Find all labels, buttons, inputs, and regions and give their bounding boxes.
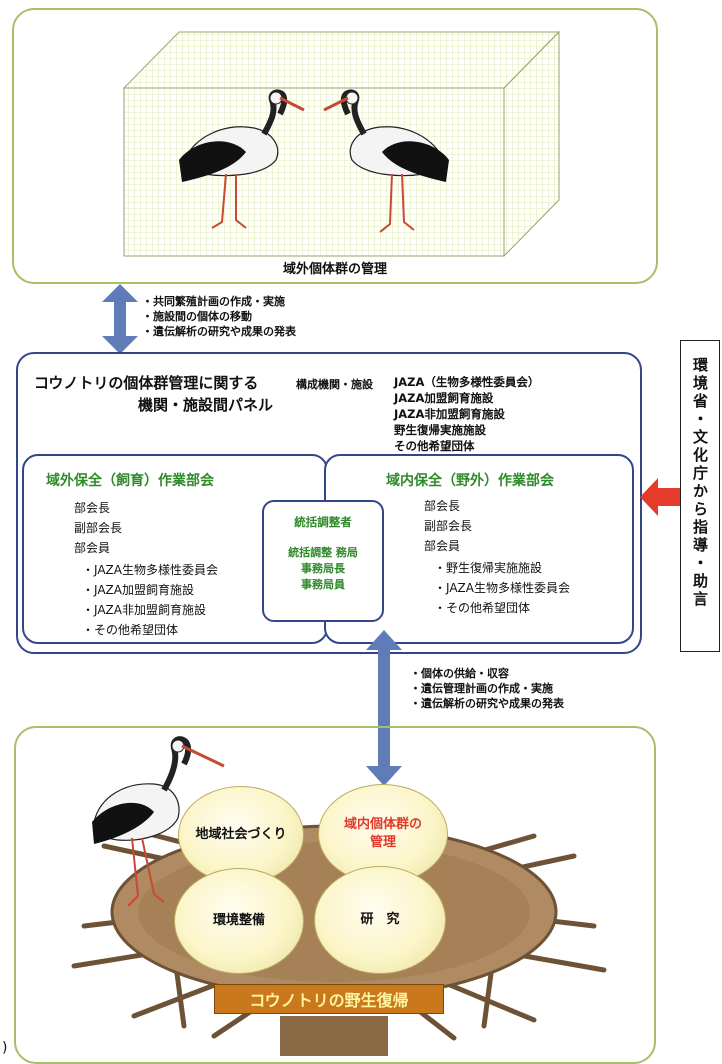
- egg-community-building: 地域社会づくり: [178, 786, 304, 884]
- office-head: 事務局長: [301, 562, 345, 575]
- member-item: ・JAZA生物多様性委員会: [82, 563, 218, 577]
- egg-label-line: 域内個体群の: [343, 817, 422, 832]
- ex-situ-roles: 部会長 副部会長 部会員: [74, 498, 122, 558]
- panel-box: コウノトリの個体群管理に関する 機関・施設間パネル 構成機関・施設 JAZA（生…: [16, 352, 642, 654]
- corner-glyph: ): [2, 1040, 8, 1056]
- arrow-bottom-note: ・個体の供給・収容: [410, 667, 509, 680]
- stork-right-icon: [323, 89, 449, 233]
- arrow-top-note: ・共同繁殖計画の作成・実施: [142, 295, 285, 308]
- ex-situ-management-box: 域外個体群の管理: [12, 8, 658, 284]
- arrow-bottom-note: ・遺伝管理計画の作成・実施: [410, 682, 553, 695]
- guidance-text: 環境省・文化庁から指導・助言: [691, 357, 709, 609]
- member-item: JAZA加盟飼育施設: [394, 391, 494, 405]
- reintroduction-banner: コウノトリの野生復帰: [214, 984, 444, 1014]
- member-item: ・その他希望団体: [82, 623, 179, 637]
- role-item: 部会長: [424, 499, 461, 513]
- arrow-top-note: ・施設間の個体の移動: [142, 310, 252, 323]
- ex-situ-title: 域外保全（飼育）作業部会: [46, 473, 214, 489]
- coordinator-title: 統括調整者: [294, 515, 352, 529]
- in-situ-title: 域内保全（野外）作業部会: [386, 473, 554, 489]
- egg-research: 研 究: [314, 866, 446, 974]
- role-item: 部会長: [74, 501, 111, 515]
- in-situ-members: ・野生復帰実施施設 ・JAZA生物多様性委員会 ・その他希望団体: [434, 558, 570, 618]
- member-item: ・その他希望団体: [434, 601, 531, 615]
- member-item: 野生復帰実施施設: [394, 423, 486, 437]
- guidance-box: 環境省・文化庁から指導・助言: [680, 340, 720, 652]
- double-arrow-bottom-icon: [366, 630, 402, 786]
- stork-nest-icon: [92, 736, 225, 907]
- role-item: 部会員: [74, 541, 111, 555]
- panel-title-line2: 機関・施設間パネル: [138, 396, 274, 414]
- member-item: ・JAZA加盟飼育施設: [82, 583, 194, 597]
- member-item: JAZA非加盟飼育施設: [394, 407, 505, 421]
- red-arrow-icon: [640, 478, 680, 516]
- in-situ-roles: 部会長 副部会長 部会員: [424, 496, 472, 556]
- coordinator-box: 統括調整者 統括調整 務局 事務局長 事務局員: [262, 500, 384, 622]
- egg-label: 研 究: [360, 912, 400, 927]
- arrow-top-notes: ・共同繁殖計画の作成・実施 ・施設間の個体の移動 ・遺伝解析の研究や成果の発表: [142, 294, 296, 339]
- member-item: JAZA（生物多様性委員会）: [394, 375, 540, 389]
- member-item: ・JAZA生物多様性委員会: [434, 581, 570, 595]
- role-item: 副部会長: [74, 521, 123, 535]
- arrow-bottom-note: ・遺伝解析の研究や成果の発表: [410, 697, 564, 710]
- ex-situ-members: ・JAZA生物多様性委員会 ・JAZA加盟飼育施設 ・JAZA非加盟飼育施設 ・…: [82, 560, 218, 640]
- office-label: 統括調整 務局: [288, 546, 358, 559]
- role-item: 副部会長: [424, 519, 473, 533]
- office-staff: 事務局員: [301, 578, 345, 591]
- arrow-top-note: ・遺伝解析の研究や成果の発表: [142, 325, 296, 338]
- stork-left-icon: [179, 89, 305, 229]
- members-label: 構成機関・施設: [296, 378, 373, 391]
- egg-label: 地域社会づくり: [195, 827, 287, 842]
- members-list: JAZA（生物多様性委員会） JAZA加盟飼育施設 JAZA非加盟飼育施設 野生…: [394, 374, 539, 454]
- reintroduction-banner-text: コウノトリの野生復帰: [249, 991, 409, 1010]
- egg-label: 環境整備: [212, 913, 265, 928]
- member-item: ・野生復帰実施施設: [434, 561, 543, 575]
- double-arrow-top-icon: [102, 284, 138, 354]
- ex-situ-management-label: 域外個体群の管理: [282, 262, 387, 277]
- member-item: ・JAZA非加盟飼育施設: [82, 603, 206, 617]
- arrow-bottom-notes: ・個体の供給・収容 ・遺伝管理計画の作成・実施 ・遺伝解析の研究や成果の発表: [410, 666, 564, 711]
- egg-label: 域内個体群の 管理: [344, 816, 422, 852]
- egg-environment: 環境整備: [174, 868, 304, 974]
- role-item: 部会員: [424, 539, 461, 553]
- aviary-illustration: [122, 30, 561, 258]
- nest-post-icon: [280, 1016, 388, 1056]
- panel-title: コウノトリの個体群管理に関する: [34, 374, 259, 392]
- member-item: その他希望団体: [394, 439, 475, 453]
- cage-icon: [122, 30, 561, 258]
- egg-label-line: 管理: [369, 835, 396, 850]
